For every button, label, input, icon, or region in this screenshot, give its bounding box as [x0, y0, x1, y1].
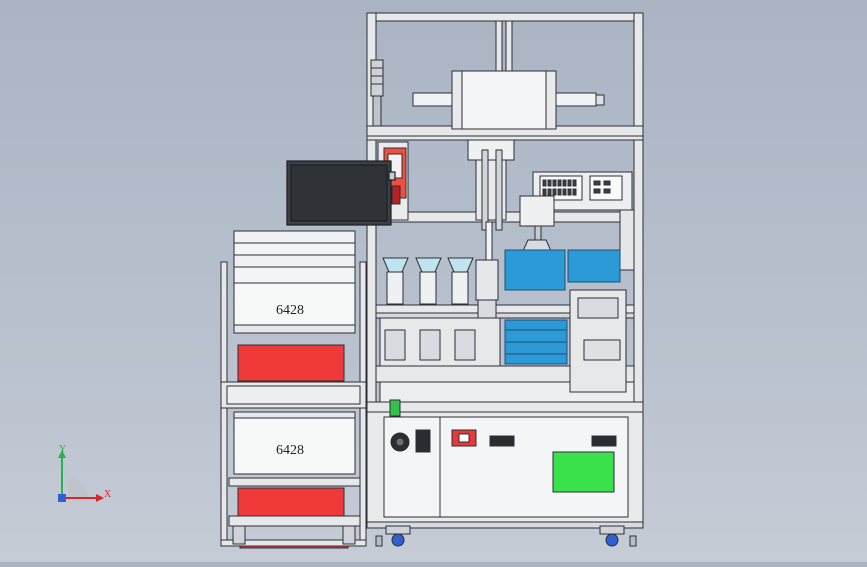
tray-label-lower: 6428: [276, 443, 304, 458]
monitor: [286, 160, 396, 226]
blue-bins: [504, 249, 621, 365]
base-cabinet: [366, 411, 644, 529]
tray-stack-lower: 6428: [228, 411, 361, 527]
tray-label-upper: 6428: [276, 303, 304, 318]
signal-tower: [370, 59, 384, 127]
y-axis-label: Y: [59, 444, 66, 455]
tray-stack-upper: 6428: [233, 230, 356, 382]
x-axis-label: X: [104, 489, 112, 500]
left-cart-frame: [220, 261, 367, 547]
lower-mechanisms: [375, 289, 635, 403]
cart-wheels: [232, 525, 356, 549]
axis-triad: Y X: [58, 444, 112, 502]
spindle-assembly: [467, 139, 557, 321]
gantry-beam: [412, 70, 605, 130]
green-valve: [389, 399, 401, 417]
suction-cups: [382, 257, 474, 305]
base-casters: [375, 525, 637, 547]
z-axis-marker: [58, 494, 66, 502]
